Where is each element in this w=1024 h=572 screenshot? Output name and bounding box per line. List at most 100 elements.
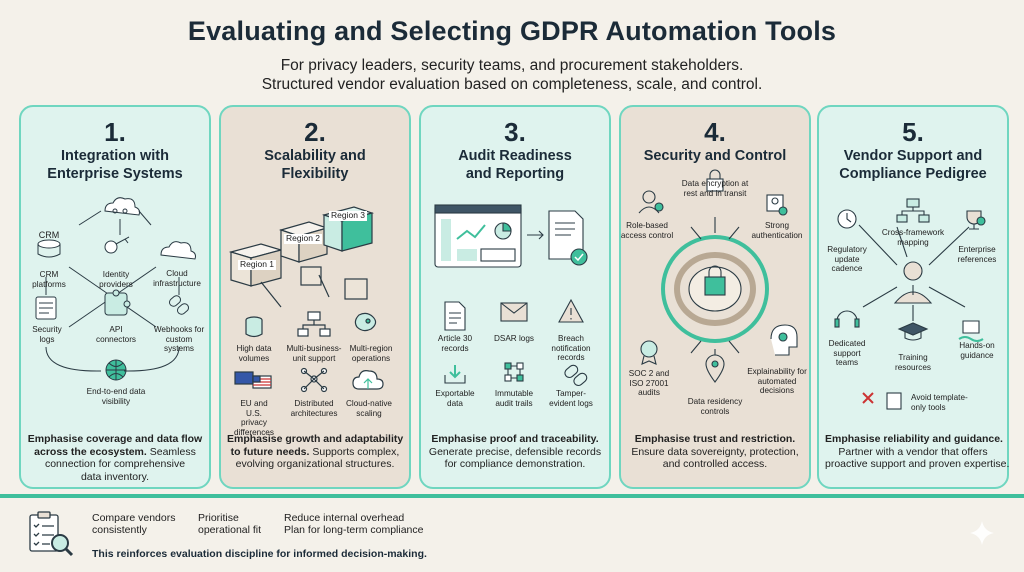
region-1-label: Region 1 bbox=[237, 259, 277, 270]
footer-bold: Emphasise trust and restriction. bbox=[634, 433, 796, 445]
region-cubes-diagram bbox=[228, 206, 384, 393]
warning-icon bbox=[558, 298, 584, 323]
footer-text: Partner with a vendor that offers bbox=[838, 445, 988, 458]
summary-line: operational fit bbox=[198, 524, 262, 536]
subtitle-line-2: Structured vendor evaluation based on co… bbox=[261, 76, 763, 93]
immutable-label: Immutable audit trails bbox=[494, 389, 534, 408]
footer-text: data inventory. bbox=[80, 470, 150, 483]
page-title: Evaluating and Selecting GDPR Automation… bbox=[187, 16, 837, 46]
strong-auth-label: Strong authentication bbox=[751, 221, 803, 240]
page-subtitle: For privacy leaders, security teams, and… bbox=[0, 56, 1024, 94]
breach-label: Breach notification records bbox=[551, 334, 591, 362]
end-to-end-label: End-to-end data visibility bbox=[86, 387, 146, 406]
footer-text: and controlled access. bbox=[662, 458, 768, 470]
regulatory-label: Regulatory update cadence bbox=[827, 245, 867, 273]
cloud-icon bbox=[104, 197, 140, 216]
column-footer: Emphasise trust and restriction. Ensure … bbox=[627, 433, 803, 471]
block-chain-icon bbox=[504, 362, 524, 382]
crm-icon bbox=[37, 239, 61, 258]
column-title: Scalability and Flexibility bbox=[221, 147, 409, 183]
sparkle-icon bbox=[970, 521, 994, 545]
clock-refresh-icon bbox=[837, 209, 857, 229]
column-scalability: 2. Scalability and Flexibility Region 1 … bbox=[219, 105, 411, 489]
region-3-label: Region 3 bbox=[328, 210, 368, 221]
identity-providers-label: Identity providers bbox=[99, 270, 133, 289]
summary-line: Prioritise bbox=[198, 512, 239, 524]
column-title-line: Enterprise Systems bbox=[47, 166, 183, 182]
trophy-icon bbox=[966, 210, 986, 230]
column-title: Security and Control bbox=[621, 147, 809, 165]
hands-icon bbox=[958, 320, 984, 342]
eu-us-flag-icon bbox=[234, 371, 272, 389]
column-title-line: Integration with bbox=[61, 148, 169, 164]
security-logs-label: Security logs bbox=[32, 325, 62, 344]
footer-bold: Emphasise proof and traceability. bbox=[431, 433, 599, 445]
webhooks-label: Webhooks for custom systems bbox=[153, 325, 205, 353]
envelope-icon bbox=[500, 302, 528, 322]
training-label: Training resources bbox=[895, 353, 931, 372]
column-title-line: Flexibility bbox=[281, 166, 349, 182]
column-title-line: and Reporting bbox=[465, 166, 565, 182]
column-number: 1. bbox=[104, 117, 126, 147]
column-number: 4. bbox=[704, 117, 726, 147]
footer-text: evolving organizational structures. bbox=[235, 458, 395, 470]
summary-note: This reinforces evaluation discipline fo… bbox=[92, 548, 427, 560]
column-title: Vendor Support and Compliance Pedigree bbox=[819, 147, 1007, 183]
template-icon bbox=[862, 392, 902, 410]
cross-framework-label: Cross-framework mapping bbox=[881, 228, 945, 247]
column-integration: 1. Integration with Enterprise Systems bbox=[19, 105, 211, 489]
column-number: 5. bbox=[902, 117, 924, 147]
network-icon bbox=[300, 367, 328, 393]
key-icon bbox=[104, 236, 130, 254]
high-data-volumes-label: High data volumes bbox=[236, 344, 272, 363]
column-security: 4. Security and Control Data encryption … bbox=[619, 105, 811, 489]
encryption-label: Data encryption at rest and in transit bbox=[681, 179, 749, 198]
footer-bold: Emphasise growth and adaptability bbox=[227, 433, 404, 445]
summary-line: Reduce internal overhead bbox=[284, 512, 405, 524]
cloud-infra-icon bbox=[160, 241, 196, 260]
column-title-line: Compliance Pedigree bbox=[839, 166, 987, 182]
avoid-template-label: Avoid template-only tools bbox=[911, 393, 968, 412]
dashboard-icon bbox=[434, 204, 522, 268]
article-30-label: Article 30 records bbox=[437, 334, 473, 353]
graduation-cap-icon bbox=[897, 322, 929, 341]
footer-text: Generate precise, defensible records bbox=[428, 445, 602, 458]
dsar-logs-label: DSAR logs bbox=[493, 334, 535, 343]
document-icon bbox=[444, 301, 466, 331]
user-icon bbox=[638, 190, 664, 214]
footer-text: Seamless bbox=[149, 445, 196, 458]
chain-link-icon bbox=[564, 364, 588, 387]
region-2-label: Region 2 bbox=[283, 233, 323, 244]
security-diagram bbox=[638, 169, 798, 383]
headset-icon bbox=[834, 310, 860, 328]
footer-text: proactive support and proven expertise. bbox=[825, 458, 1010, 470]
explainability-label: Explainability for automated decisions bbox=[747, 367, 807, 395]
cloud-upload-icon bbox=[352, 370, 384, 390]
column-title-line: Audit Readiness bbox=[458, 148, 572, 164]
column-footer: Emphasise coverage and data flow across … bbox=[27, 433, 203, 483]
lock-icon bbox=[706, 169, 724, 192]
eu-us-label: EU and U.S. privacy differences bbox=[234, 399, 274, 437]
database-icon bbox=[245, 316, 263, 338]
summary-compare: Compare vendors consistently bbox=[92, 512, 175, 536]
integration-diagram bbox=[35, 197, 196, 381]
column-vendor-support: 5. Vendor Support and Compliance Pedigre… bbox=[817, 105, 1009, 489]
summary-line: Compare vendors bbox=[92, 512, 176, 524]
cloud-infrastructure-label: Cloud infrastructure bbox=[153, 269, 201, 288]
column-footer: Emphasise reliability and guidance. Part… bbox=[825, 433, 1010, 471]
crm-platforms-label: CRM platforms bbox=[32, 270, 66, 289]
chain-link-icon bbox=[168, 295, 190, 315]
vault-ring-icon bbox=[661, 235, 769, 343]
auth-icon bbox=[766, 194, 788, 216]
crm-label: CRM bbox=[38, 230, 60, 240]
org-chart-icon bbox=[297, 311, 331, 337]
head-gear-icon bbox=[770, 324, 798, 356]
vendor-support-diagram bbox=[834, 198, 986, 410]
column-footer: Emphasise growth and adaptability to fut… bbox=[227, 433, 403, 471]
column-title: Integration with Enterprise Systems bbox=[21, 147, 209, 183]
footer-bold: Emphasise reliability and guidance. bbox=[825, 433, 1003, 445]
column-footer: Emphasise proof and traceability. Genera… bbox=[427, 433, 603, 471]
soc2-label: SOC 2 and ISO 27001 audits bbox=[628, 369, 670, 397]
world-map-icon bbox=[354, 312, 377, 332]
api-connectors-label: API connectors bbox=[95, 325, 137, 344]
